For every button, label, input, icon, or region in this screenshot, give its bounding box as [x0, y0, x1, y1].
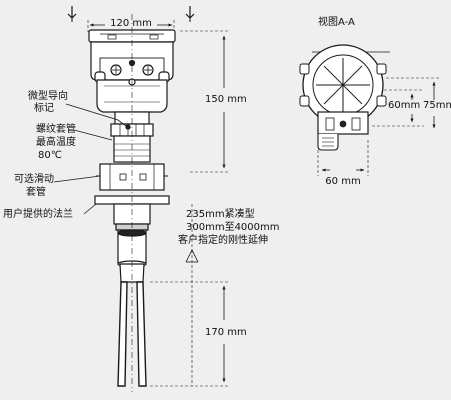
micro-guide-label-1: 微型导向	[28, 91, 68, 102]
dim-extension	[150, 204, 230, 387]
thread-label-3: 80℃	[38, 150, 62, 161]
thread-label-2: 最高温度	[36, 137, 76, 148]
micro-guide-label-2: 标记	[34, 103, 54, 114]
dim-side-60-label: 60mm	[388, 100, 421, 111]
top-view	[299, 44, 390, 151]
dim-bottom-60-label: 60 mm	[325, 176, 361, 187]
dim-tine-label: 170 mm	[205, 327, 247, 338]
sliding-sleeve-label-2: 套管	[26, 187, 46, 198]
thread-label-1: 螺纹套管	[36, 124, 76, 135]
variant-label-3: 客户指定的刚性延伸	[178, 235, 268, 246]
variant-label-1: 235mm紧凑型	[186, 209, 255, 220]
sliding-sleeve-label-1: 可选滑动	[14, 174, 54, 185]
dim-side-75-label: 75mm	[423, 100, 451, 111]
dim-top-width-label: 120 mm	[110, 18, 152, 29]
variant-label-2: 300mm至4000mm	[186, 222, 280, 233]
probe-tines	[117, 281, 147, 387]
dim-head-height-label: 150 mm	[205, 94, 247, 105]
view-title: 视图A-A	[318, 17, 355, 28]
flange-label: 用户提供的法兰	[3, 209, 73, 220]
top-view-dims	[317, 77, 440, 176]
dim-head-height	[180, 30, 230, 173]
leader-lines	[53, 103, 127, 215]
